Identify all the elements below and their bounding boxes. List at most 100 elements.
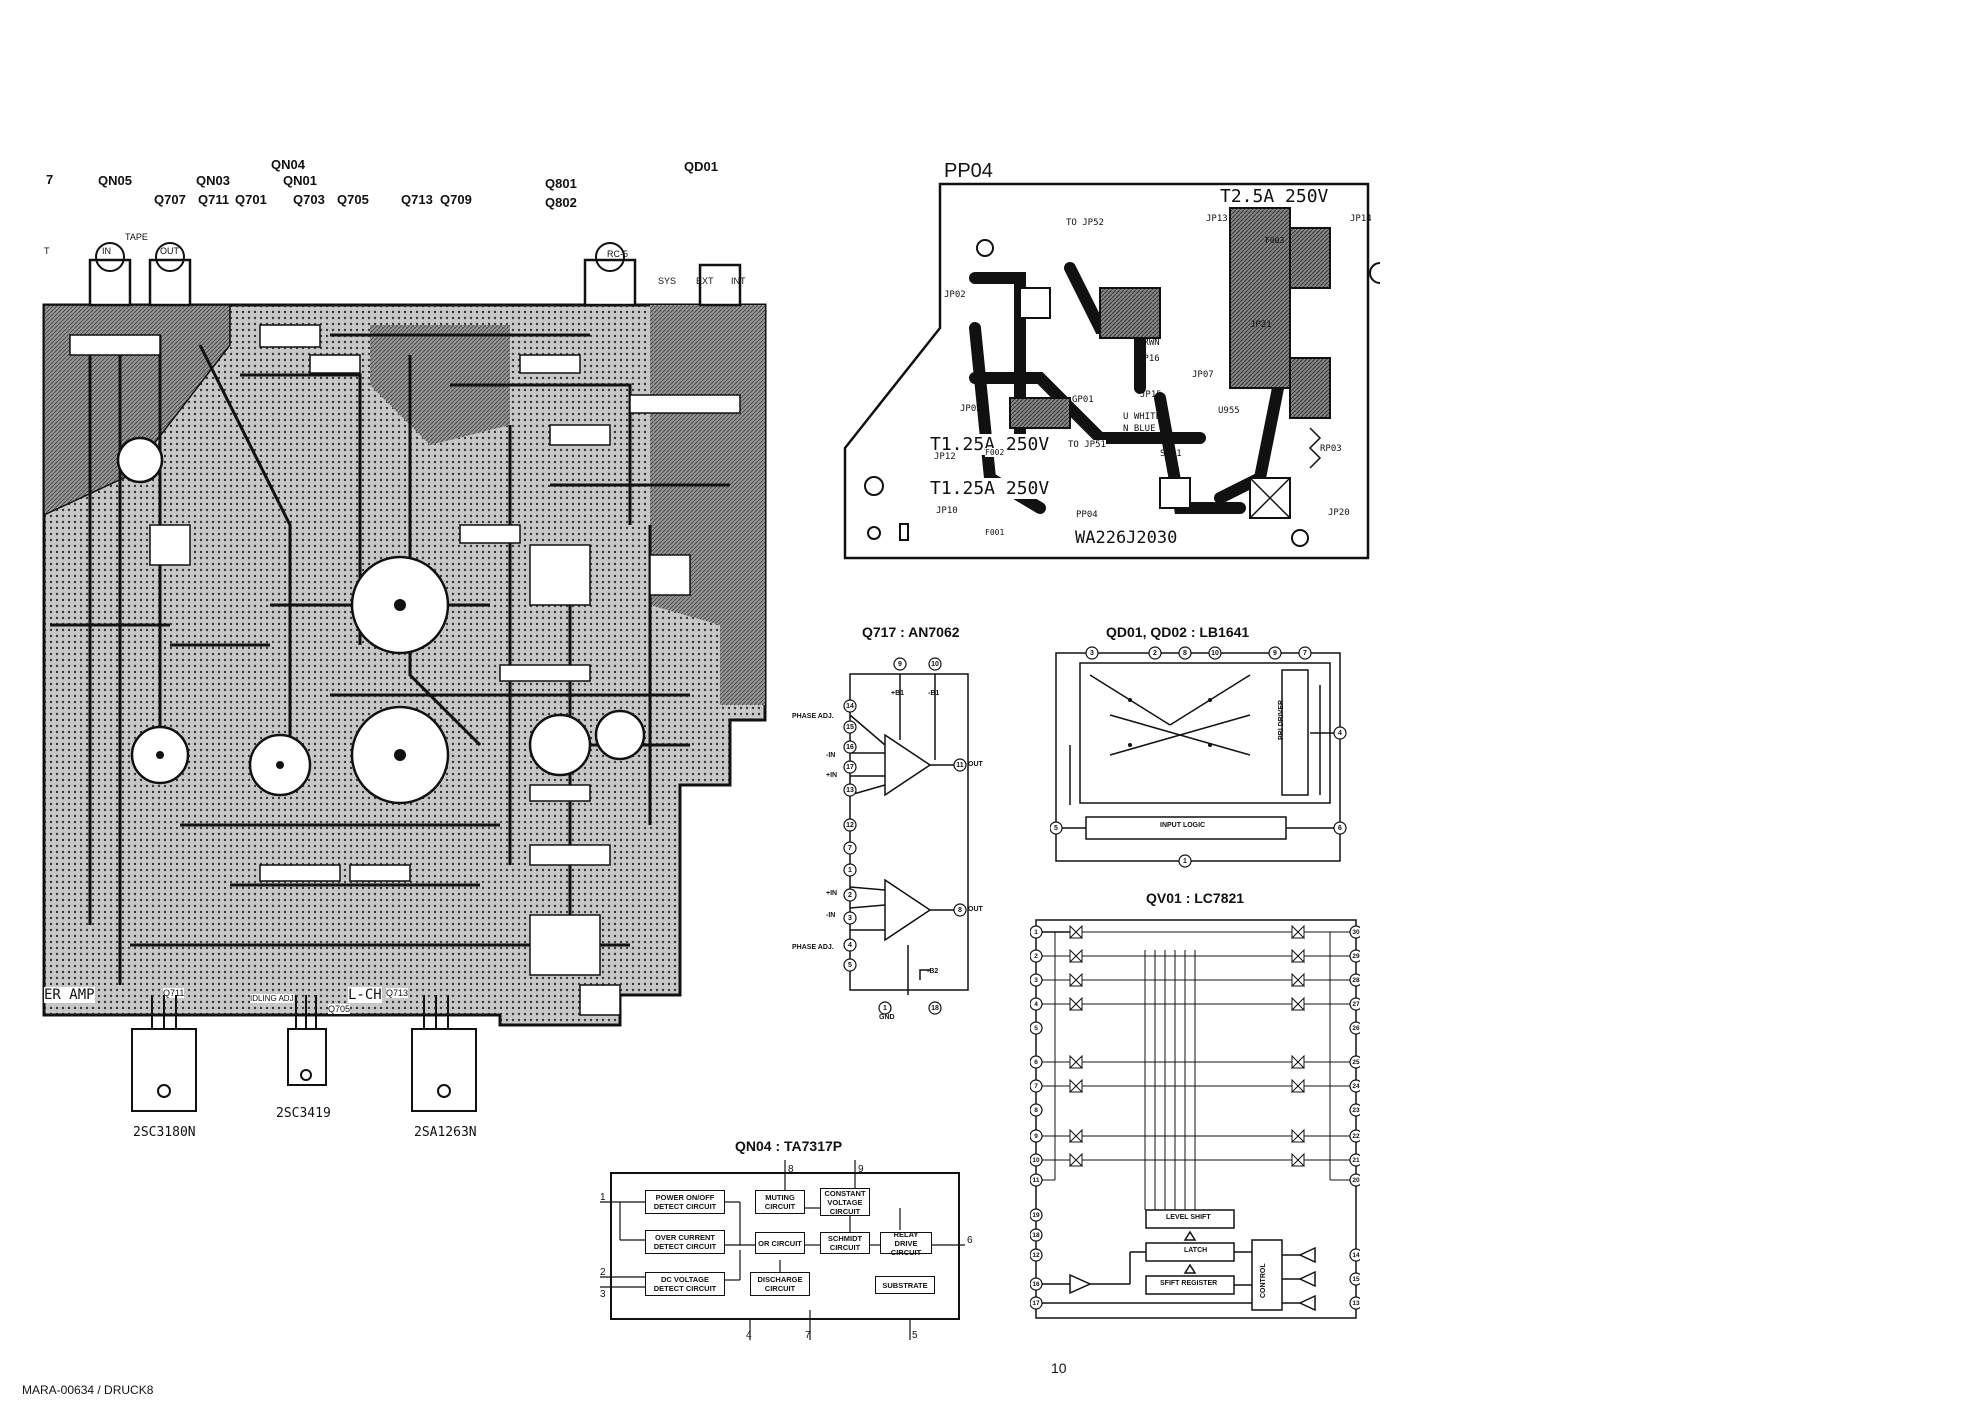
svg-text:1: 1 bbox=[1034, 929, 1038, 936]
svg-text:28: 28 bbox=[1352, 977, 1360, 984]
label-tape-out: OUT bbox=[160, 246, 179, 256]
label-q711: Q711 bbox=[198, 192, 230, 207]
svg-text:7: 7 bbox=[1303, 650, 1307, 657]
label-t: T bbox=[44, 246, 50, 256]
q717-plus-b1: +B1 bbox=[891, 690, 905, 697]
qn04-block-power: POWER ON/OFF DETECT CIRCUIT bbox=[645, 1190, 725, 1214]
ic-q717-title: Q717 : AN7062 bbox=[862, 624, 960, 640]
qv01-control: CONTROL bbox=[1260, 1263, 1267, 1298]
q717-minus-b2: -B2 bbox=[927, 968, 939, 975]
qn04-block-substrate: SUBSTRATE bbox=[875, 1276, 935, 1294]
svg-text:17: 17 bbox=[1032, 1300, 1040, 1307]
svg-text:8: 8 bbox=[1034, 1107, 1038, 1114]
q717-plus-in-bot: +IN bbox=[826, 890, 838, 897]
label-q713-board: Q713 bbox=[386, 988, 409, 998]
svg-text:10: 10 bbox=[1211, 650, 1219, 657]
svg-text:11: 11 bbox=[956, 762, 964, 769]
svg-text:21: 21 bbox=[1352, 1157, 1360, 1164]
qn04-block-dcvoltage: DC VOLTAGE DETECT CIRCUIT bbox=[645, 1272, 725, 1296]
q717-out-bot: OUT bbox=[968, 906, 983, 913]
pp04-title: PP04 bbox=[944, 160, 993, 182]
label-idling-adj: IDLING ADJ bbox=[250, 994, 294, 1003]
pp04-u955: U955 bbox=[1218, 406, 1240, 416]
label-rc5: RC-5 bbox=[607, 249, 629, 259]
svg-text:24: 24 bbox=[1352, 1083, 1360, 1090]
transistor-2sc3180n-label: 2SC3180N bbox=[133, 1125, 196, 1140]
svg-text:26: 26 bbox=[1352, 1025, 1360, 1032]
svg-text:9: 9 bbox=[1034, 1133, 1038, 1140]
label-q802: Q802 bbox=[545, 195, 577, 210]
label-sys: SYS bbox=[658, 276, 677, 286]
qn04-block-constant: CONSTANT VOLTAGE CIRCUIT bbox=[820, 1188, 870, 1216]
q717-minus-b1: -B1 bbox=[928, 690, 940, 697]
svg-text:16: 16 bbox=[846, 744, 854, 751]
pp04-jp12: JP12 bbox=[934, 452, 956, 462]
svg-text:5: 5 bbox=[1054, 825, 1058, 832]
label-qn04: QN04 bbox=[271, 157, 305, 172]
q717-minus-in-top: -IN bbox=[826, 752, 836, 759]
label-qn05: QN05 bbox=[98, 173, 132, 188]
ic-qv01-title: QV01 : LC7821 bbox=[1146, 890, 1245, 906]
svg-text:14: 14 bbox=[846, 703, 854, 710]
label-7: 7 bbox=[46, 172, 54, 187]
qv01-shift-register: SFIFT REGISTER bbox=[1160, 1280, 1218, 1287]
pp04-jp15: JP15 bbox=[1140, 390, 1162, 400]
qn04-block-overcurrent: OVER CURRENT DETECT CIRCUIT bbox=[645, 1230, 725, 1254]
svg-text:23: 23 bbox=[1352, 1107, 1360, 1114]
svg-text:15: 15 bbox=[846, 724, 854, 731]
svg-text:30: 30 bbox=[1352, 929, 1360, 936]
label-q701: Q701 bbox=[235, 192, 267, 207]
svg-text:20: 20 bbox=[1352, 1177, 1360, 1184]
svg-text:3: 3 bbox=[848, 915, 852, 922]
svg-text:19: 19 bbox=[1032, 1212, 1040, 1219]
svg-text:1: 1 bbox=[848, 867, 852, 874]
svg-text:3: 3 bbox=[1034, 977, 1038, 984]
svg-text:29: 29 bbox=[1352, 953, 1360, 960]
svg-text:22: 22 bbox=[1352, 1133, 1360, 1140]
label-q705-board: Q705 bbox=[328, 1004, 351, 1014]
pp04-sp01: SP01 bbox=[1160, 449, 1182, 459]
svg-text:6: 6 bbox=[967, 1235, 973, 1246]
svg-text:10: 10 bbox=[931, 661, 939, 668]
qn04-block-muting: MUTING CIRCUIT bbox=[755, 1190, 805, 1214]
ic-qd01-title: QD01, QD02 : LB1641 bbox=[1106, 624, 1250, 640]
label-qn03: QN03 bbox=[196, 173, 230, 188]
svg-text:10: 10 bbox=[1032, 1157, 1040, 1164]
label-tape: TAPE bbox=[125, 232, 148, 242]
svg-text:3: 3 bbox=[1090, 650, 1094, 657]
q717-phase-adj-bot: PHASE ADJ. bbox=[792, 944, 834, 951]
pp04-gp01: GP01 bbox=[1072, 395, 1094, 405]
qv01-level-shift: LEVEL SHIFT bbox=[1166, 1214, 1211, 1221]
pp04-rp03: RP03 bbox=[1320, 444, 1342, 454]
pp04-board-code: WA226J2030 bbox=[1075, 528, 1178, 548]
pp04-blue: N BLUE bbox=[1123, 424, 1156, 434]
svg-text:11: 11 bbox=[1033, 1177, 1040, 1184]
svg-text:2: 2 bbox=[848, 892, 852, 899]
svg-text:9: 9 bbox=[858, 1164, 864, 1175]
pp04-white: U WHITE bbox=[1123, 412, 1161, 422]
pp04-jp21: JP21 bbox=[1250, 320, 1272, 330]
svg-text:4: 4 bbox=[1034, 1001, 1038, 1008]
svg-text:16: 16 bbox=[1032, 1281, 1040, 1288]
label-q707: Q707 bbox=[154, 192, 186, 207]
pp04-to-jp51: TO JP51 bbox=[1068, 440, 1106, 450]
svg-text:1: 1 bbox=[600, 1192, 606, 1203]
svg-text:5: 5 bbox=[1034, 1025, 1038, 1032]
ic-qn04-title: QN04 : TA7317P bbox=[735, 1138, 843, 1154]
svg-text:2: 2 bbox=[600, 1267, 606, 1278]
svg-text:6: 6 bbox=[1338, 825, 1342, 832]
pp04-jp02: JP02 bbox=[944, 290, 966, 300]
pp04-fuse-mid: T1.25A 250V bbox=[930, 434, 1050, 455]
q717-plus-in-top: +IN bbox=[826, 772, 838, 779]
label-q703: Q703 bbox=[293, 192, 325, 207]
svg-text:7: 7 bbox=[848, 845, 852, 852]
pp04-jp13: JP13 bbox=[1206, 214, 1228, 224]
pp04-pcb-layout bbox=[843, 182, 1380, 560]
pp04-fuse-bot: T1.25A 250V bbox=[930, 478, 1050, 499]
svg-text:17: 17 bbox=[846, 764, 854, 771]
transistor-2sa1263n-label: 2SA1263N bbox=[414, 1125, 477, 1140]
svg-text:14: 14 bbox=[1352, 1252, 1360, 1259]
label-er-amp: ER AMP bbox=[44, 987, 95, 1003]
svg-text:13: 13 bbox=[846, 787, 854, 794]
